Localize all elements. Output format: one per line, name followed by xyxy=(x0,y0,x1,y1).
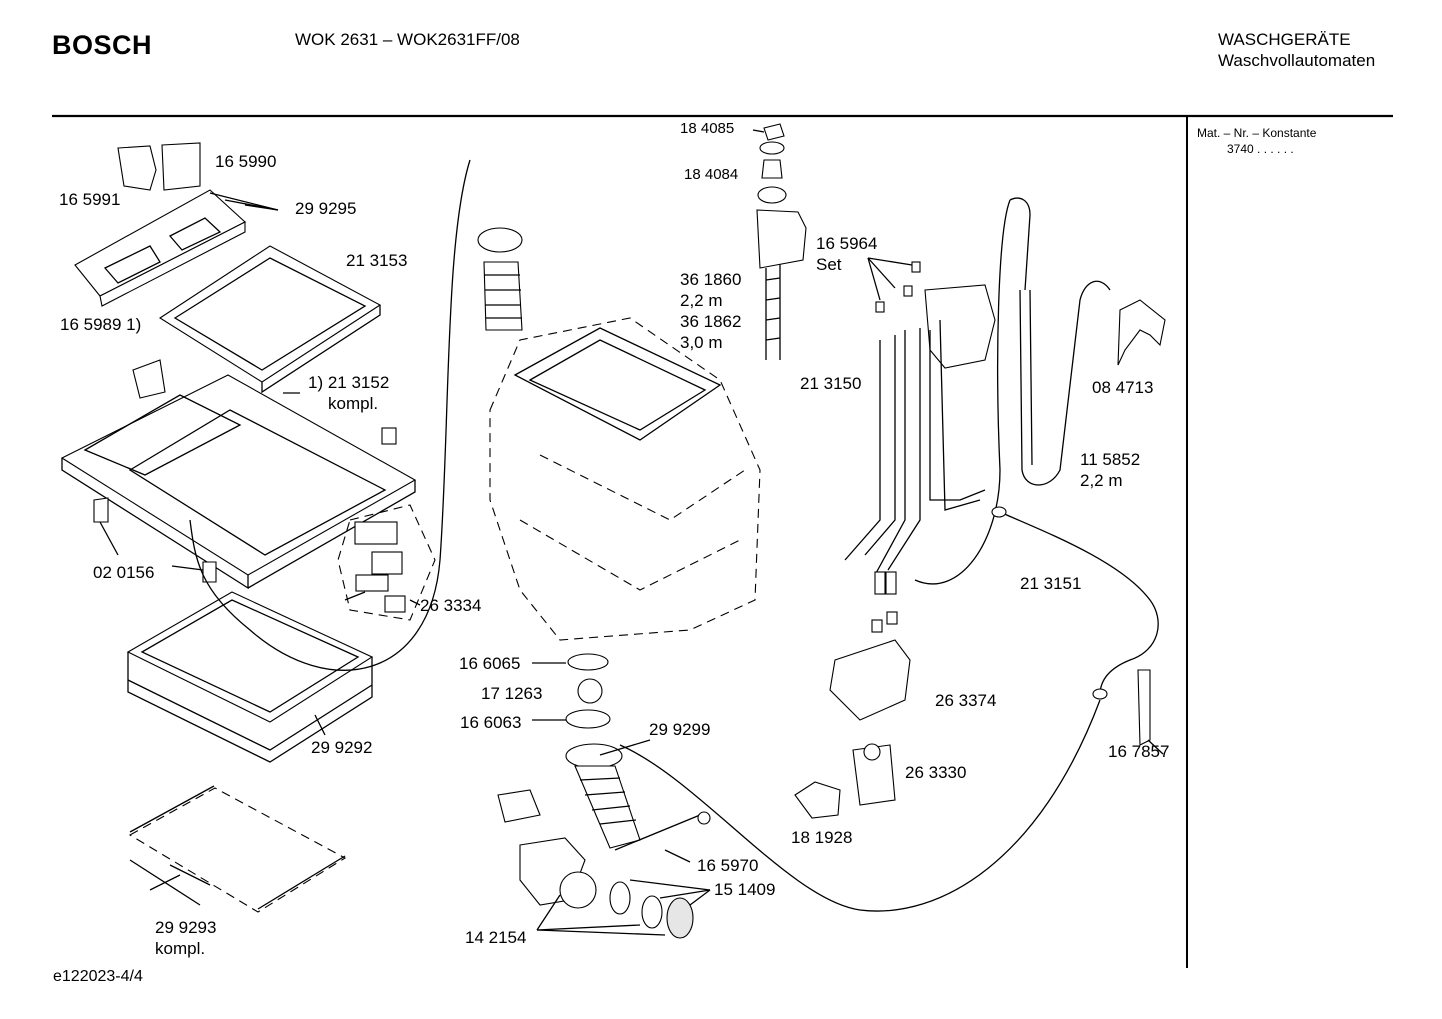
part-label: 26 3330 xyxy=(905,763,967,782)
outer-hose-curve xyxy=(914,197,1031,585)
door-seal-frame xyxy=(126,591,374,763)
model-title: WOK 2631 – WOK2631FF/08 xyxy=(295,30,520,49)
material-number-heading: Mat. – Nr. – Konstante xyxy=(1197,126,1317,140)
part-label: 16 5970 xyxy=(697,856,759,875)
leader-lines xyxy=(99,129,1164,936)
part-label: 18 4084 xyxy=(684,166,739,183)
part-label: 26 3374 xyxy=(935,691,997,710)
part-label: 11 5852 xyxy=(1080,450,1141,469)
door-lock-assembly xyxy=(337,427,436,621)
part-label: 16 5990 xyxy=(215,152,277,171)
hose-clip xyxy=(1137,669,1151,746)
drain-pump xyxy=(497,789,597,909)
material-number-value: 3740 . . . . . . xyxy=(1227,142,1294,156)
part-label: 36 1860 xyxy=(680,270,742,289)
filter-seal xyxy=(609,881,631,915)
part-label: 02 0156 xyxy=(93,563,155,582)
brand-logo: BOSCH xyxy=(52,30,153,60)
drain-pipe-curve xyxy=(619,699,1101,912)
drawer-handle-part xyxy=(117,142,201,191)
part-label: 36 1862 xyxy=(680,312,742,331)
part-label: 08 4713 xyxy=(1092,378,1154,397)
drain-hose-loop xyxy=(1029,289,1033,466)
category-title: WASCHGERÄTE xyxy=(1218,30,1351,49)
part-label: 16 6063 xyxy=(460,713,522,732)
filter-cap xyxy=(666,897,694,939)
part-label: kompl. xyxy=(328,394,379,413)
hose-guide xyxy=(1117,299,1166,366)
pressure-switch-module xyxy=(829,611,911,721)
part-label: 14 2154 xyxy=(465,928,527,947)
overflow-pipe xyxy=(999,511,1159,696)
part-label: 21 3153 xyxy=(346,251,408,270)
tub-cover xyxy=(60,374,417,590)
part-label: 16 7857 xyxy=(1108,742,1170,761)
detergent-drawer xyxy=(74,189,246,307)
clip-part xyxy=(93,497,109,523)
drum-outline-curve xyxy=(189,159,471,671)
seal-ring xyxy=(567,653,609,671)
water-inlet-hose xyxy=(756,123,807,360)
suppressor-part xyxy=(794,781,841,819)
part-label: 29 9299 xyxy=(649,720,711,739)
part-label: kompl. xyxy=(155,939,206,958)
part-label: 3,0 m xyxy=(680,333,723,352)
ball-valve xyxy=(577,678,603,704)
part-label: 18 1928 xyxy=(791,828,853,847)
part-label: 18 4085 xyxy=(680,120,735,137)
grille-assembly xyxy=(128,785,347,913)
vent-bellows xyxy=(477,227,523,331)
part-label: 2,2 m xyxy=(1080,471,1123,490)
part-label: 16 6065 xyxy=(459,654,521,673)
part-label: 29 9293 xyxy=(155,918,217,937)
part-label: 16 5964 xyxy=(816,234,878,253)
part-label: Set xyxy=(816,255,842,274)
clip-part xyxy=(132,359,166,399)
solenoid-valve xyxy=(852,743,896,806)
part-label: 15 1409 xyxy=(714,880,776,899)
dispenser-pipe-assembly xyxy=(844,261,996,595)
part-label: 29 9292 xyxy=(311,738,373,757)
part-label: 16 5991 xyxy=(59,190,121,209)
category-subtitle: Waschvollautomaten xyxy=(1218,51,1376,70)
part-label: 21 3151 xyxy=(1020,574,1082,593)
part-label: 21 3150 xyxy=(800,374,862,393)
filter-seal xyxy=(641,895,663,929)
part-label: 17 1263 xyxy=(481,684,543,703)
washer-tub xyxy=(489,317,761,641)
drawer-frame xyxy=(158,245,382,394)
part-label: 16 5989 1) xyxy=(60,315,142,334)
drain-hose-loop xyxy=(1019,280,1111,486)
part-label: 1) 21 3152 xyxy=(308,373,390,392)
part-label: 29 9295 xyxy=(295,199,357,218)
drain-hose-assembly xyxy=(565,743,711,851)
part-label: 26 3334 xyxy=(420,596,482,615)
o-ring xyxy=(565,709,611,729)
part-label: 2,2 m xyxy=(680,291,723,310)
document-code: e122023-4/4 xyxy=(53,968,143,985)
